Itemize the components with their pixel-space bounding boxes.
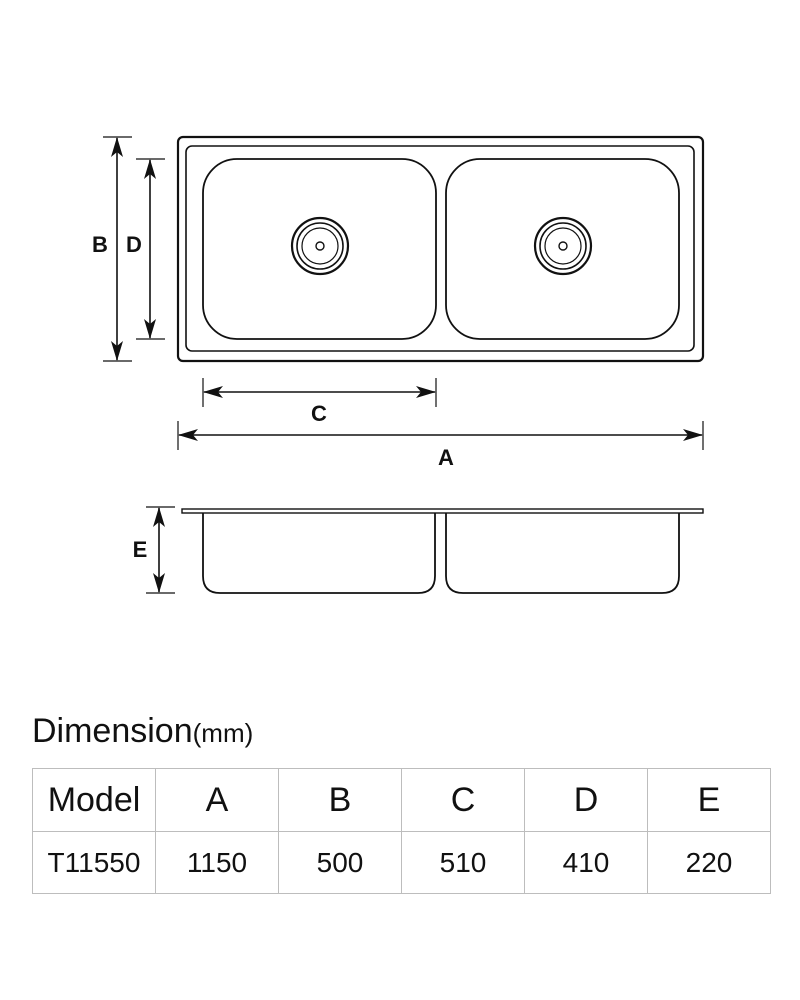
right-drain-icon bbox=[533, 216, 593, 276]
left-drain-icon bbox=[290, 216, 350, 276]
dimension-title-unit: (mm) bbox=[192, 718, 254, 748]
side-right-bowl bbox=[445, 513, 680, 594]
cell-a: 1150 bbox=[155, 831, 279, 894]
header-b: B bbox=[278, 768, 402, 832]
cell-model: T11550 bbox=[32, 831, 156, 894]
table-row: T11550 1150 500 510 410 220 bbox=[32, 831, 771, 894]
header-d: D bbox=[524, 768, 648, 832]
sink-side-view bbox=[181, 508, 704, 594]
dimension-a bbox=[177, 421, 704, 450]
label-c: C bbox=[311, 401, 327, 426]
cell-b: 500 bbox=[278, 831, 402, 894]
sink-inner-rim bbox=[185, 145, 695, 352]
dimension-title-main: Dimension bbox=[32, 712, 193, 750]
side-left-bowl bbox=[202, 513, 436, 594]
dimension-title: Dimension(mm) bbox=[32, 712, 253, 751]
left-bowl bbox=[202, 158, 437, 340]
label-d: D bbox=[126, 232, 142, 257]
sink-diagram: B D C A E bbox=[92, 135, 705, 594]
label-e: E bbox=[133, 537, 148, 562]
dimension-c bbox=[202, 378, 437, 407]
cell-c: 510 bbox=[401, 831, 525, 894]
sink-outer-rim bbox=[176, 135, 705, 363]
header-model: Model bbox=[32, 768, 156, 832]
side-rim bbox=[181, 508, 704, 514]
dimension-table: Model A B C D E T11550 1150 500 510 410 … bbox=[32, 768, 771, 894]
dimension-b bbox=[103, 136, 132, 362]
header-e: E bbox=[647, 768, 771, 832]
sink-top-view bbox=[176, 135, 705, 363]
header-c: C bbox=[401, 768, 525, 832]
cell-e: 220 bbox=[647, 831, 771, 894]
label-a: A bbox=[438, 445, 454, 470]
table-header-row: Model A B C D E bbox=[32, 768, 771, 832]
label-b: B bbox=[92, 232, 108, 257]
right-bowl bbox=[445, 158, 680, 340]
cell-d: 410 bbox=[524, 831, 648, 894]
dimension-d bbox=[136, 158, 165, 340]
dimension-e bbox=[146, 506, 175, 594]
header-a: A bbox=[155, 768, 279, 832]
